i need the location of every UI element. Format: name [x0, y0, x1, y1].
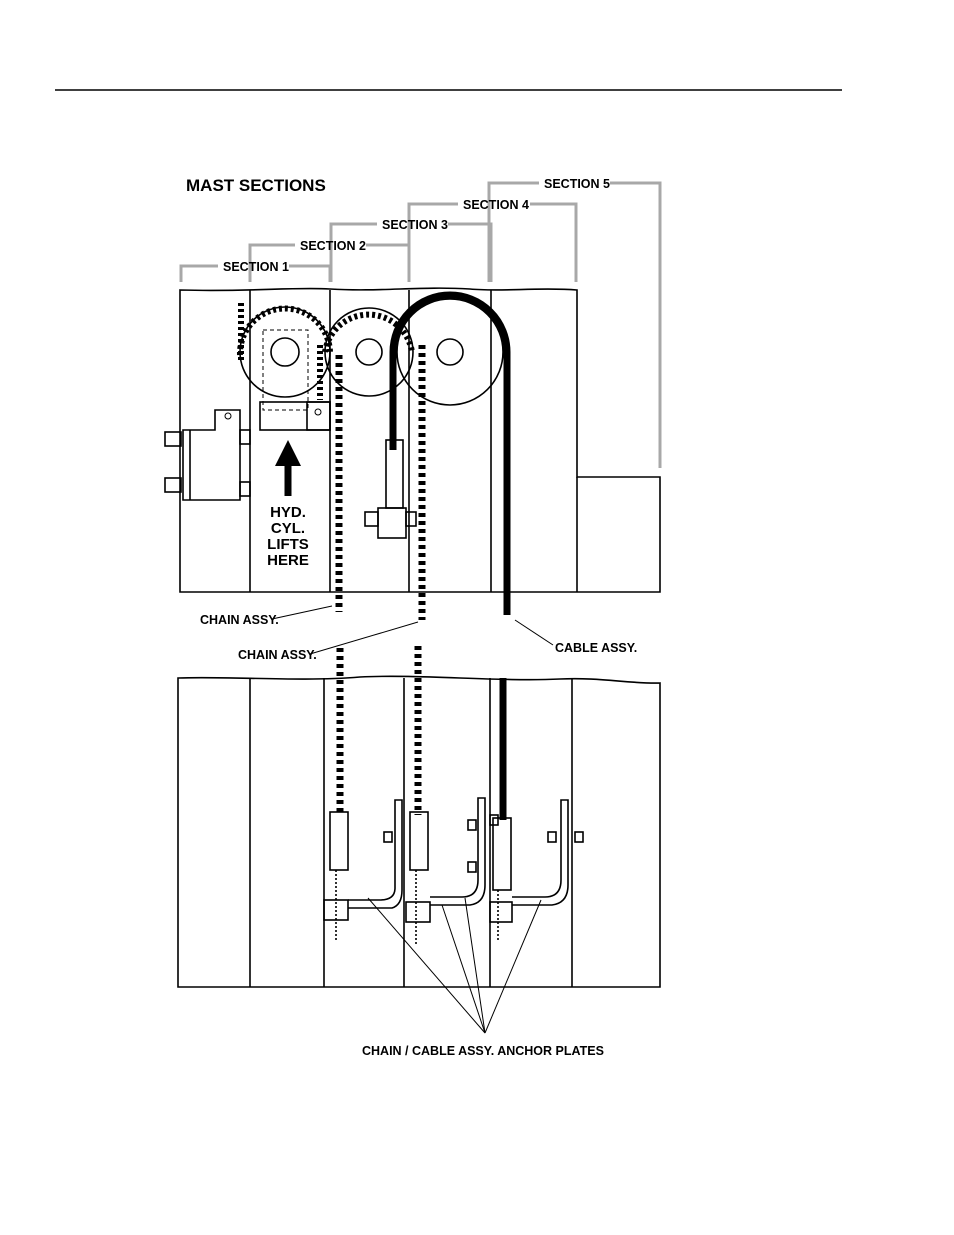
section-4-bracket [409, 204, 458, 282]
cylinder-label-line-2: CYL. [271, 520, 305, 537]
crosshead-plate [260, 402, 330, 430]
section-5-label: SECTION 5 [544, 177, 610, 191]
diagram-title: MAST SECTIONS [186, 176, 326, 195]
anchor-plate-1 [324, 800, 402, 940]
upper-mast-view: HYD. CYL. LIFTS HERE [165, 288, 660, 615]
section-2-label: SECTION 2 [300, 239, 366, 253]
section-3-label: SECTION 3 [382, 218, 448, 232]
lower-mast-view [178, 646, 660, 987]
chain-assy-label-2: CHAIN ASSY. [238, 648, 317, 662]
crosshead-hidden [263, 330, 308, 410]
anchor-plate-2 [406, 798, 485, 945]
cylinder-label-line-4: HERE [267, 552, 309, 569]
left-mount-bracket [165, 410, 250, 500]
section-1-bracket [181, 266, 218, 282]
section-4-label: SECTION 4 [463, 198, 529, 212]
cable-assy-label: CABLE ASSY. [555, 641, 637, 655]
anchor-plate-3 [490, 800, 583, 940]
section-3-bracket [331, 224, 377, 282]
chain-assy-label-1: CHAIN ASSY. [200, 613, 279, 627]
anchor-callout-leaders [368, 898, 541, 1033]
lift-arrow-icon [275, 440, 301, 496]
section-1-label: SECTION 1 [223, 260, 289, 274]
cylinder-label-line-3: LIFTS [267, 536, 309, 553]
cylinder-label-line-1: HYD. [270, 504, 306, 521]
anchor-plates-label: CHAIN / CABLE ASSY. ANCHOR PLATES [362, 1044, 604, 1058]
